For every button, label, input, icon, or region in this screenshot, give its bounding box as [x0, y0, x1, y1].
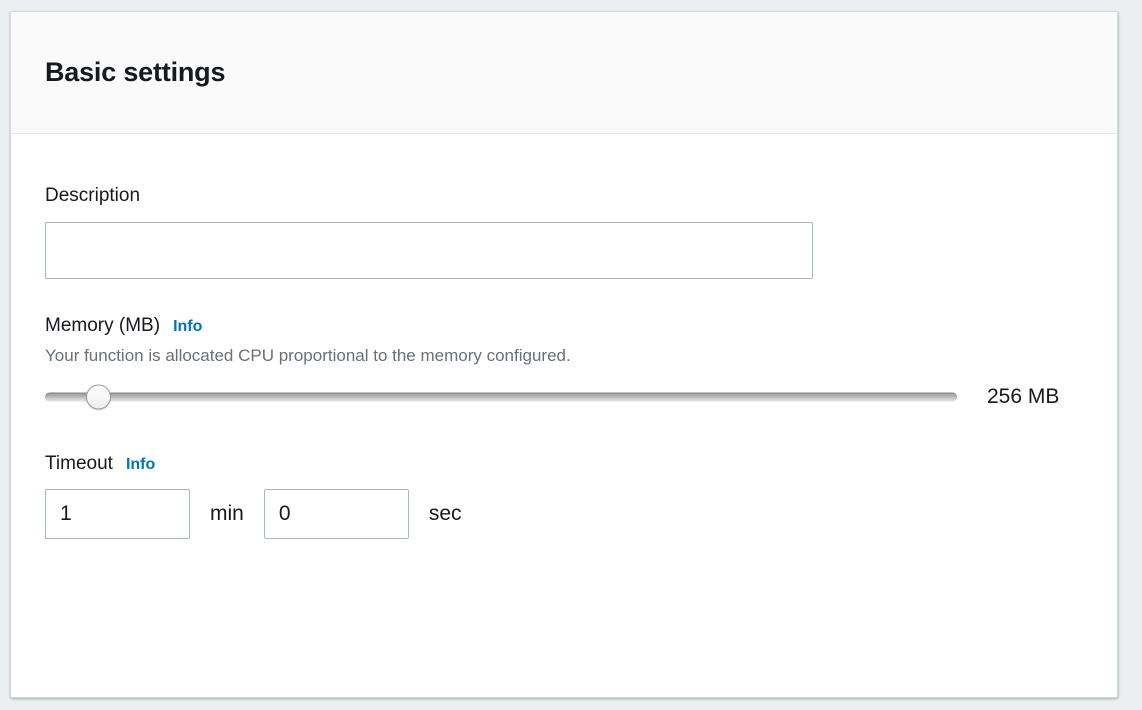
basic-settings-panel: Basic settings Description Memory (MB) I… — [10, 11, 1118, 698]
memory-slider-track[interactable] — [45, 392, 957, 402]
memory-value-label: 256 MB — [987, 384, 1060, 408]
memory-field-group: Memory (MB) Info Your function is alloca… — [45, 315, 1083, 410]
memory-info-link[interactable]: Info — [173, 317, 203, 335]
timeout-seconds-input[interactable] — [263, 488, 409, 539]
memory-slider-thumb[interactable] — [85, 384, 111, 410]
timeout-label: Timeout — [45, 452, 113, 474]
panel-header: Basic settings — [11, 12, 1117, 134]
memory-label-row: Memory (MB) Info — [45, 315, 1083, 338]
page-title: Basic settings — [45, 56, 226, 87]
description-label: Description — [45, 185, 141, 206]
memory-hint-text: Your function is allocated CPU proportio… — [45, 345, 571, 365]
description-field-group: Description — [45, 185, 1083, 279]
description-label-row: Description — [45, 185, 1083, 208]
panel-body: Description Memory (MB) Info Your functi… — [11, 134, 1117, 539]
timeout-field-group: Timeout Info min sec — [45, 453, 1083, 539]
timeout-info-link[interactable]: Info — [125, 455, 156, 473]
memory-label: Memory (MB) — [45, 314, 161, 336]
timeout-minutes-input[interactable] — [45, 488, 190, 539]
memory-slider-row: 256 MB — [45, 384, 1083, 410]
timeout-label-row: Timeout Info — [45, 453, 1083, 476]
timeout-minutes-unit-label: min — [210, 501, 244, 525]
timeout-seconds-unit-label: sec — [428, 501, 462, 525]
description-input[interactable] — [45, 221, 813, 279]
memory-slider[interactable] — [45, 384, 957, 410]
timeout-inputs-row: min sec — [45, 488, 1083, 539]
